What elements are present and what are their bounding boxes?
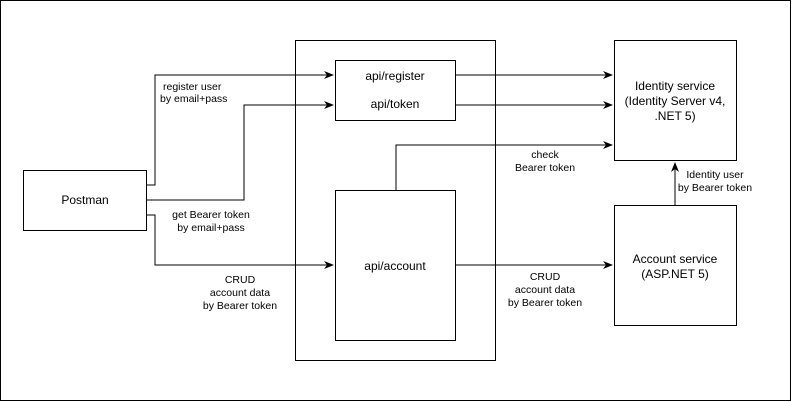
register-user-label-1: register user	[163, 81, 222, 93]
crud-left-label-2: account data	[210, 287, 270, 299]
api-account-label: api/account	[364, 259, 426, 273]
register-user-label-2: by email+pass	[160, 93, 227, 105]
edge-register	[146, 71, 334, 186]
identity-user-label-2: by Bearer token	[678, 182, 752, 194]
postman-node: Postman	[23, 170, 147, 231]
crud-right-label-3: by Bearer token	[508, 297, 582, 309]
account-service-label-2: (ASP.NET 5)	[641, 267, 709, 281]
api-gateway-container	[295, 40, 496, 361]
check-bearer-label-2: Bearer token	[515, 162, 575, 174]
get-bearer-label-2: by email+pass	[177, 222, 244, 234]
crud-left-label-3: by Bearer token	[203, 300, 277, 312]
check-bearer-label-1: check	[531, 149, 559, 161]
get-bearer-label-1: get Bearer token	[172, 209, 250, 221]
identity-service-label-1: Identity service	[635, 79, 715, 93]
identity-service-label-2: (Identity Server v4,	[625, 94, 726, 108]
crud-right-label-1: CRUD	[530, 271, 561, 283]
crud-right-label-2: account data	[515, 284, 575, 296]
api-register-label: api/register	[365, 69, 424, 83]
register-token-box	[335, 60, 456, 121]
crud-left-label-1: CRUD	[225, 274, 256, 286]
api-account-node: api/account	[335, 190, 456, 341]
identity-service-label-3: .NET 5)	[654, 109, 695, 123]
account-service-node: Account service (ASP.NET 5)	[614, 205, 737, 326]
api-token-label: api/token	[371, 97, 420, 111]
identity-service-node: Identity service (Identity Server v4, .N…	[614, 40, 737, 161]
identity-user-label-1: Identity user	[686, 169, 744, 181]
edge-crud-to-gateway	[146, 214, 334, 269]
edge-check-token	[395, 141, 613, 190]
postman-label: Postman	[61, 193, 108, 207]
account-service-label-1: Account service	[633, 252, 718, 266]
edge-get-token	[146, 101, 334, 201]
